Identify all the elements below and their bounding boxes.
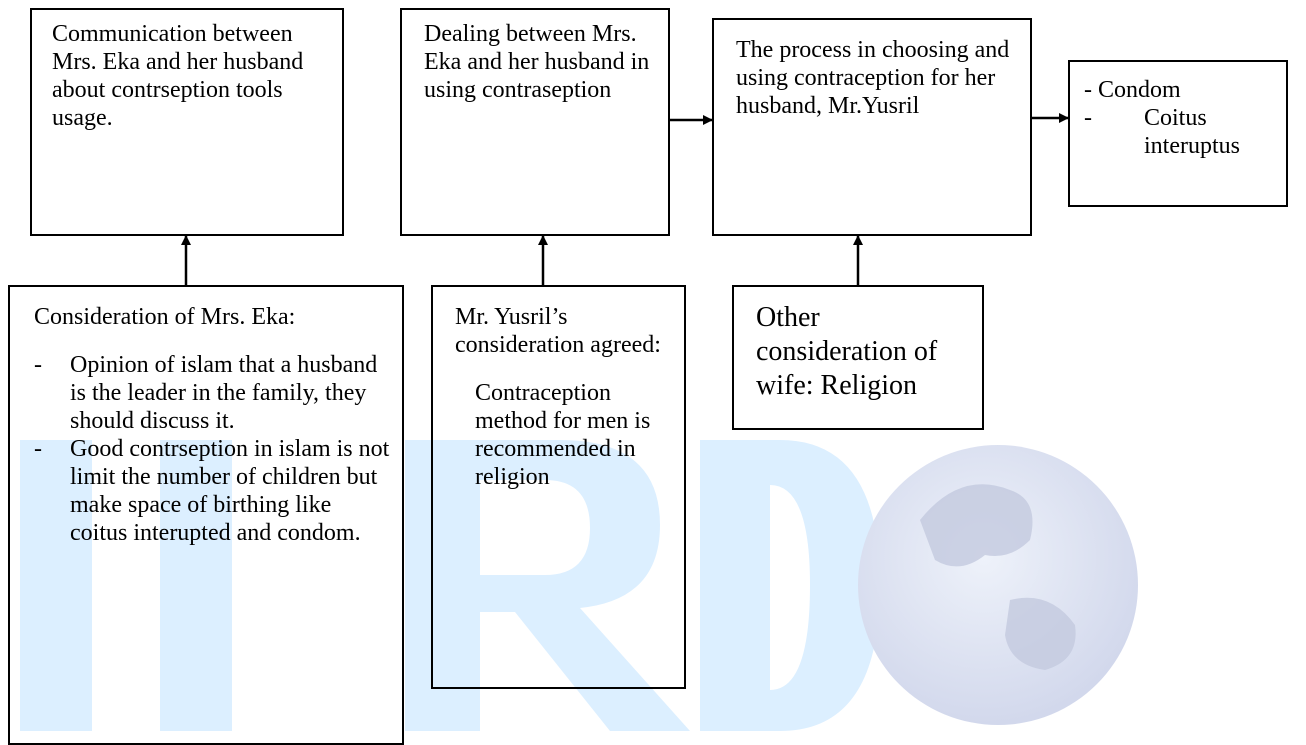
communication-text: Communication between Mrs. Eka and her h… <box>52 21 304 131</box>
box-dealing: Dealing between Mrs. Eka and her husband… <box>400 8 670 236</box>
eka-list: -Opinion of islam that a husband is the … <box>34 351 390 547</box>
box-communication: Communication between Mrs. Eka and her h… <box>30 8 344 236</box>
box-wife-consideration: Other consideration of wife: Religion <box>732 285 984 430</box>
watermark-letter-i-1 <box>20 440 92 731</box>
result-item-condom: - Condom <box>1084 77 1181 103</box>
watermark-letter-r <box>405 440 690 731</box>
box-eka-consideration: Consideration of Mrs. Eka: -Opinion of i… <box>8 285 404 745</box>
eka-title: Consideration of Mrs. Eka: <box>34 304 296 330</box>
box-result: - Condom - Coitus interuptus <box>1068 60 1288 207</box>
eka-item: -Opinion of islam that a husband is the … <box>34 352 378 434</box>
watermark-letter-d <box>700 440 880 731</box>
eka-item: -Good contrseption in islam is not limit… <box>34 436 390 546</box>
wife-text: Other consideration of wife: Religion <box>756 302 938 401</box>
watermark-globe-land <box>920 484 1076 670</box>
box-process: The process in choosing and using contra… <box>712 18 1032 236</box>
yusril-title: Mr. Yusril’s consideration agreed: <box>455 304 661 358</box>
box-yusril-consideration: Mr. Yusril’s consideration agreed: Contr… <box>431 285 686 689</box>
process-text: The process in choosing and using contra… <box>736 37 1010 119</box>
watermark-letter-i-2 <box>160 440 232 731</box>
result-item-coitus: - Coitus interuptus <box>1084 105 1240 159</box>
dealing-text: Dealing between Mrs. Eka and her husband… <box>424 21 650 103</box>
yusril-body: Contraception method for men is recommen… <box>475 380 651 490</box>
